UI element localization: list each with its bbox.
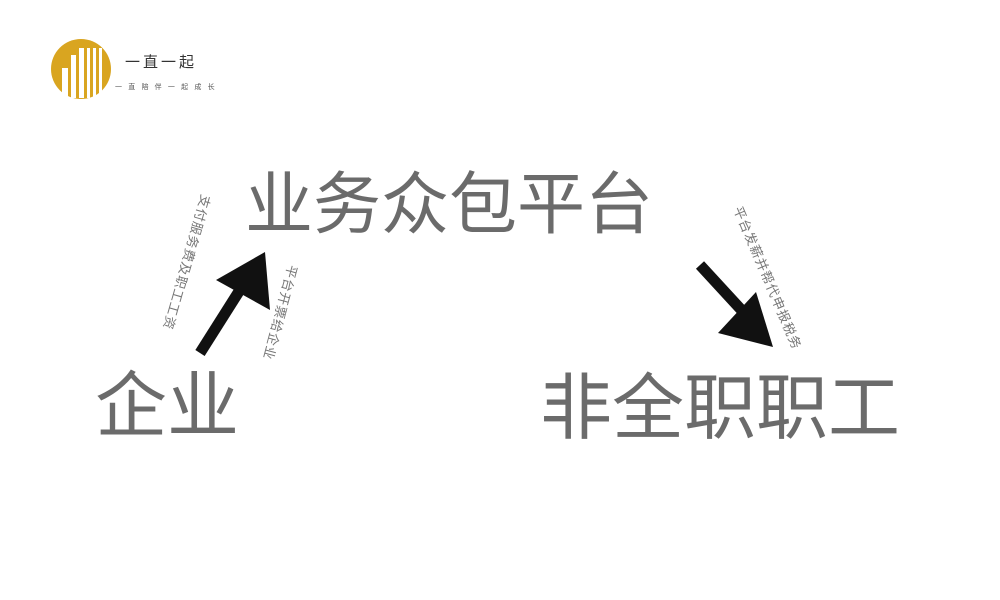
logo: 一直一起 一 直 陪 伴 一 起 成 长 [50,38,250,108]
node-platform: 业务众包平台 [245,166,654,245]
node-workers: 非全职职工 [540,366,901,450]
building-logo-icon [51,39,111,99]
logo-title: 一直一起 [125,53,198,71]
node-enterprise: 企业 [95,364,240,448]
arrow-down-right-icon [695,261,773,347]
logo-slogan: 一 直 陪 伴 一 起 成 长 [115,83,217,91]
arrow-up-right-icon [195,252,270,356]
